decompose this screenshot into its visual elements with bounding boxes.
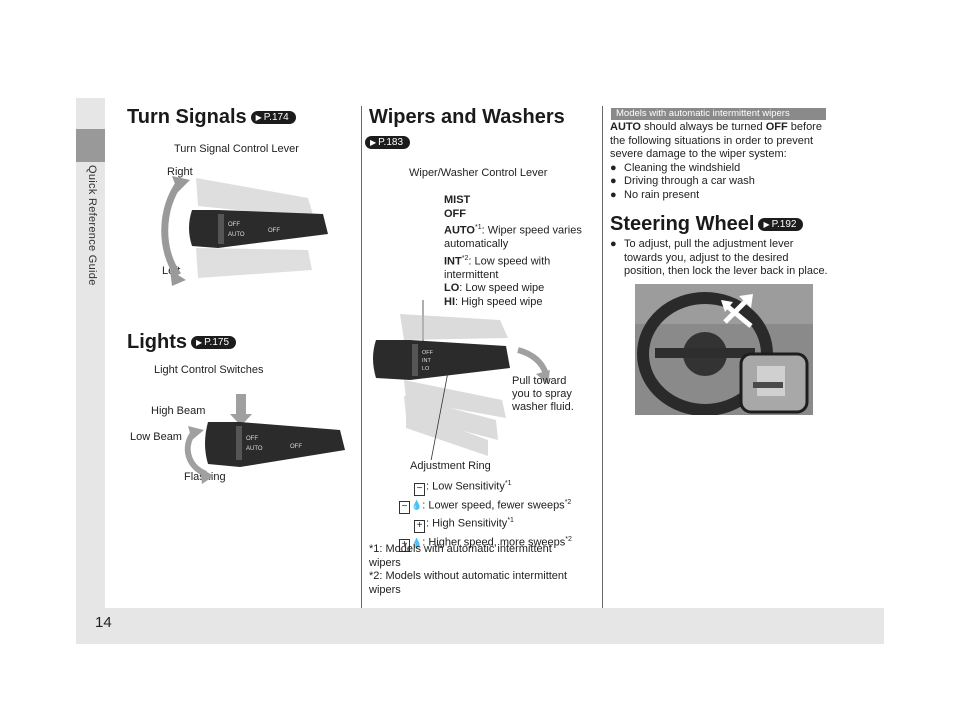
low-beam-label: Low Beam [130,431,182,443]
page-number: 14 [95,614,112,631]
side-tab-label: Quick Reference Guide [86,165,98,286]
svg-text:OFF: OFF [246,436,258,442]
wipers-ref: P.183 [378,137,403,148]
bullet-icon: ● [610,188,617,201]
auto-note-bullet-3: ●No rain present [610,188,700,201]
footnote-2-cont: wipers [369,583,401,596]
lights-title: Lights [127,331,187,353]
steering-text: ●To adjust, pull the adjustment lever to… [610,238,870,279]
footnote-1: *1: Models with automatic intermittent [369,543,552,555]
plus-icon: + [399,538,410,552]
adjustment-ring-label: Adjustment Ring [410,460,491,472]
mode-off: OFF [444,207,466,220]
ring-plus-row: +: High Sensitivity*1 [414,514,599,533]
light-lever-illustration: OFF AUTO OFF [184,394,345,484]
mode-int: INT*2: Low speed with [444,254,551,268]
wiper-lever-illustration: OFF INT LO [373,300,550,460]
svg-text:OFF: OFF [422,350,434,356]
mode-int-desc: intermittent [444,268,499,281]
ring-minus-row: −: Low Sensitivity*1 [414,477,599,496]
turn-signal-lever-label: Turn Signal Control Lever [174,143,299,155]
auto-note-text: AUTO should always be turned OFF before … [610,121,870,202]
turn-signal-lever-illustration: OFF AUTO OFF [161,176,328,286]
svg-text:INT: INT [422,358,432,364]
svg-text:LO: LO [422,366,430,372]
wiper-footnotes: *1: Models with automatic intermittent w… [369,543,597,597]
models-banner: Models with automatic intermittent wiper… [611,108,826,120]
page-ref-arrow-icon: ▶ [763,220,770,229]
steering-line-1: ●To adjust, pull the adjustment lever [610,238,794,250]
lights-heading: Lights ▶P.175 [127,331,236,354]
wipers-ref-row: ▶P.183 [365,131,410,154]
wiper-lever-label: Wiper/Washer Control Lever [409,167,548,179]
auto-note-bullet-1: ●Cleaning the windshield [610,161,741,174]
page-ref-arrow-icon: ▶ [196,338,203,347]
water-drop-icon: 💧 [411,500,423,511]
mode-mist: MIST [444,194,471,206]
steering-wheel-illustration [635,284,813,415]
column-divider-1 [361,106,362,608]
auto-note-bullet-2: ●Driving through a car wash [610,175,755,187]
auto-note-line-1: AUTO should always be turned OFF before [610,121,822,133]
section-tab-marker [76,129,105,162]
steering-heading: Steering Wheel▶P.192 [610,213,804,236]
column-divider-2 [602,106,603,608]
svg-text:OFF: OFF [228,222,240,228]
turn-signals-ref-link[interactable]: ▶P.174 [250,111,296,124]
steering-wheel-photo [635,284,813,415]
minus-icon: − [399,501,410,515]
minus-icon: − [414,482,425,496]
water-drop-icon: 💧 [411,537,423,548]
turn-signals-heading: Turn Signals▶P.174 [127,106,296,129]
ring-plus-drop-row: +💧: Higher speed, more sweeps*2 [399,533,599,552]
bullet-icon: ● [610,238,617,250]
footnote-1-cont: wipers [369,556,401,569]
lights-ref-link[interactable]: ▶P.175 [191,336,236,349]
page-ref-arrow-icon: ▶ [255,113,262,122]
pull-toward-line-2: you to spray [512,388,572,400]
adjustment-ring-legend: −: Low Sensitivity*1 −💧: Lower speed, fe… [399,477,599,552]
bullet-icon: ● [610,161,617,174]
svg-text:OFF: OFF [290,444,302,450]
steering-title: Steering Wheel [610,213,755,235]
mode-auto: AUTO*1: Wiper speed varies [444,224,582,237]
turn-signals-title: Turn Signals [127,106,247,128]
auto-note-line-3: severe damage to the wiper system: [610,148,787,160]
plus-icon: + [414,519,425,533]
wipers-ref-link[interactable]: ▶P.183 [365,136,410,149]
footnote-2: *2: Models without automatic intermitten… [369,570,568,582]
bullet-icon: ● [610,175,617,187]
turn-right-label: Right [167,166,193,178]
steering-ref: P.192 [771,219,797,230]
mode-hi: HI: High speed wipe [444,295,543,308]
pull-toward-line-3: washer fluid. [512,401,574,413]
mode-auto-desc: automatically [444,238,509,251]
ring-minus-drop-row: −💧: Lower speed, fewer sweeps*2 [399,496,599,515]
svg-text:OFF: OFF [268,228,280,234]
pull-toward-line-1: Pull toward [512,375,567,387]
steering-line-2: towards you, adjust to the desired [624,251,789,264]
svg-text:AUTO: AUTO [246,446,263,452]
high-beam-label: High Beam [151,405,206,417]
light-switch-label: Light Control Switches [154,364,264,376]
mode-lo: LO: Low speed wipe [444,282,545,295]
auto-note-line-2: the following situations in order to pre… [610,134,814,147]
steering-line-3: position, then lock the lever back in pl… [624,265,828,277]
svg-text:AUTO: AUTO [228,232,245,238]
steering-ref-link[interactable]: ▶P.192 [758,218,804,231]
turn-signals-ref: P.174 [263,112,289,123]
page-ref-arrow-icon: ▶ [370,138,377,147]
wiper-modes-list: MIST OFF AUTO*1: Wiper speed varies auto… [444,194,594,309]
lights-ref: P.175 [204,337,229,348]
wipers-heading: Wipers and Washers [369,106,565,128]
